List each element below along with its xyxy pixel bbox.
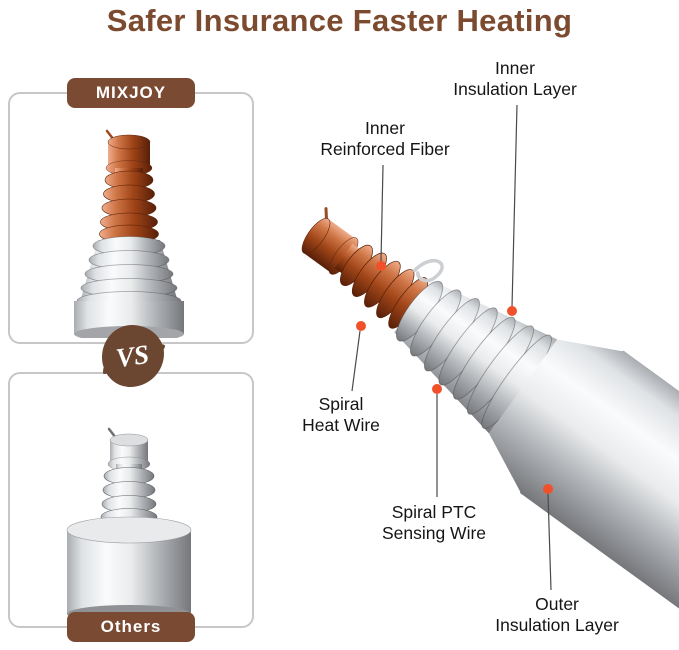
wire-loop (412, 259, 444, 283)
callout-dot-outer-insulation (543, 484, 553, 494)
leader-line-inner-insulation (511, 104, 518, 308)
leader-lines (351, 104, 552, 591)
vs-label: VS (114, 338, 152, 373)
callout-inner-insulation-layer: Inner Insulation Layer (453, 58, 577, 99)
callout-dot-ptc-sensing-wire (432, 384, 442, 394)
callout-spiral-ptc-sensing-wire: Spiral PTC Sensing Wire (381, 502, 487, 543)
callout-spiral-heat-wire: Spiral Heat Wire (302, 394, 380, 435)
callout-inner-reinforced-fiber: Inner Reinforced Fiber (320, 118, 450, 159)
leader-line-spiral-heat-wire (351, 330, 361, 392)
leader-line-reinforced-fiber (380, 164, 384, 262)
callout-dot-inner-insulation (507, 306, 517, 316)
mixjoy-badge: MIXJOY (67, 78, 195, 108)
vs-badge: VS (102, 325, 164, 387)
page-title: Safer Insurance Faster Heating (106, 3, 573, 38)
ribbed-steel-section (394, 280, 558, 434)
heating-element-illustration (301, 207, 679, 650)
callout-dots (356, 261, 553, 494)
others-product-box: Others (8, 372, 254, 642)
callout-outer-insulation-layer: Outer Insulation Layer (495, 594, 619, 635)
outer-body-cylinder (489, 339, 679, 650)
leader-line-outer-insulation (547, 493, 552, 591)
callout-dot-spiral-heat-wire (356, 321, 366, 331)
others-badge: Others (67, 612, 195, 642)
others-element-illustration (66, 427, 192, 622)
callout-dot-reinforced-fiber (376, 261, 386, 271)
